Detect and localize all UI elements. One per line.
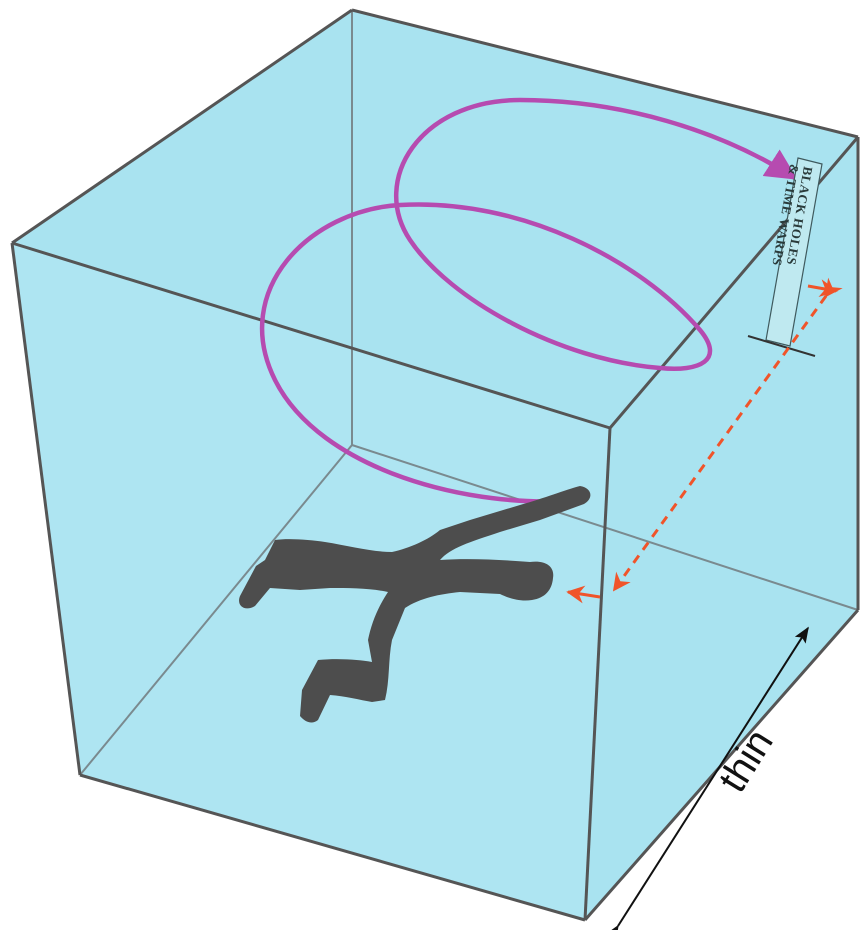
diagram-canvas: BLACK HOLES & TIME WARPS thin <box>0 0 861 930</box>
thin-bulk-diagram: BLACK HOLES & TIME WARPS thin <box>0 0 861 930</box>
